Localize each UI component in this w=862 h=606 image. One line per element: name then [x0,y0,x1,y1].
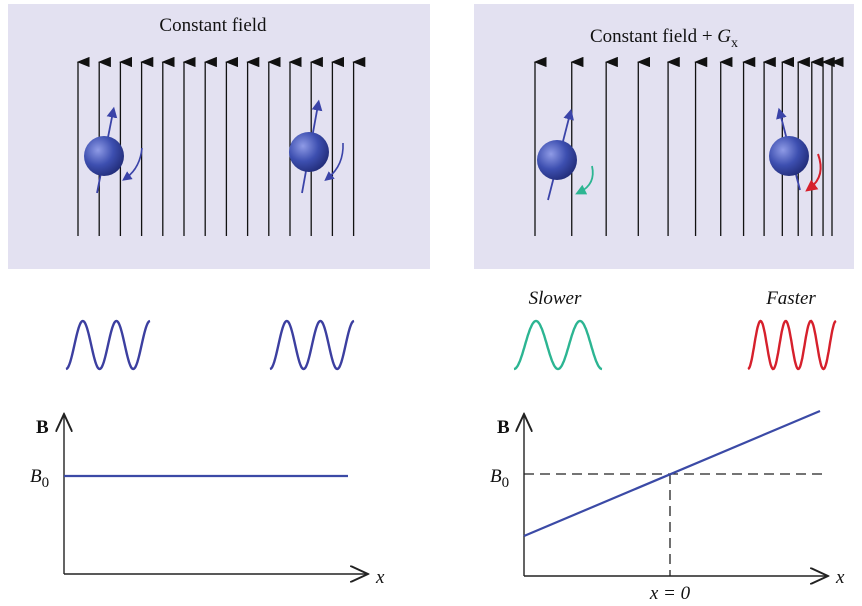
precession-arrow-slower-icon [575,165,594,195]
wave-normal-left-b [269,319,355,371]
spin-right-a [537,108,594,201]
precession-arrow-icon [122,147,143,181]
left-panel-background [8,4,430,269]
left-panel-title: Constant field [159,15,267,36]
spin-left-a [84,106,143,194]
faster-label: Faster [765,288,816,309]
spin-ball-icon [289,132,329,172]
right-b0-label: B0 [490,466,509,491]
spin-left-b [289,99,344,194]
waves-row: Slower Faster [65,288,837,371]
spin-ball-icon [84,136,124,176]
left-x-axis-label: x [375,567,385,588]
right-x-axis-label: x [835,567,845,588]
precession-arrow-icon [324,142,344,182]
x0-label: x = 0 [649,583,691,604]
wave-normal-left-a [65,319,151,371]
right-y-axis-label: B [497,417,510,438]
spin-ball-icon [537,140,577,180]
left-b0-label: B0 [30,466,49,491]
wave-faster [747,319,837,371]
slower-label: Slower [529,288,582,309]
right-panel-title: Constant field + Gx [590,26,738,51]
left-graph: B x B0 [30,414,385,588]
precession-arrow-faster-icon [805,153,822,192]
spin-right-b [769,107,822,192]
right-graph: B x B0 x = 0 [490,409,845,604]
spin-ball-icon [769,136,809,176]
gradient-field-line [523,409,821,538]
left-panel: Constant field [8,4,430,269]
wave-slower [513,319,603,371]
left-y-axis-label: B [36,417,49,438]
left-field-lines [76,56,366,236]
right-panel: Constant field + Gx [474,4,854,269]
